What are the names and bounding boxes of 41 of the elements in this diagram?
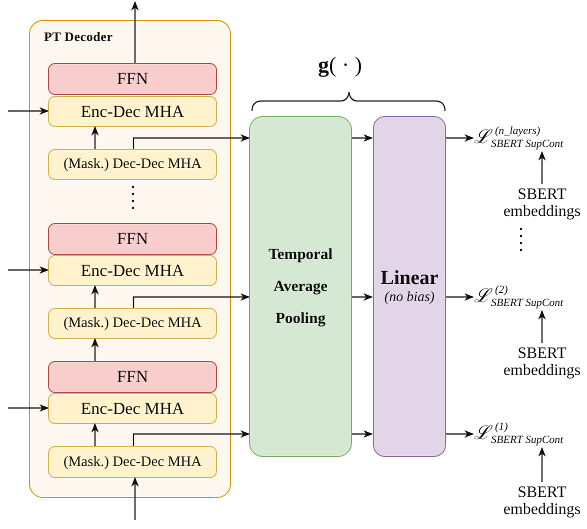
function-label: g( · ) — [318, 52, 362, 78]
ffn-block: FFN — [48, 361, 217, 393]
arrow — [8, 107, 49, 115]
arrow — [446, 293, 474, 301]
pooling-block — [249, 116, 352, 457]
ffn-block: FFN — [48, 223, 217, 255]
decoder-container — [29, 20, 231, 498]
attention-block: Enc-Dec MHA — [48, 96, 217, 127]
arrow — [91, 285, 99, 308]
source-label: SBERT embeddings — [502, 345, 582, 379]
arrow — [91, 126, 99, 149]
ffn-block: FFN — [48, 63, 217, 95]
arrow — [352, 134, 373, 142]
arrow — [131, 477, 139, 520]
arrow — [538, 151, 546, 184]
attention-block: (Mask.) Dec-Dec MHA — [48, 308, 217, 339]
arrow — [352, 430, 373, 438]
source-label: SBERT embeddings — [502, 186, 582, 220]
arrow — [91, 338, 99, 361]
arrow — [132, 293, 250, 308]
layer-name: Linear — [380, 267, 438, 290]
arrow — [132, 134, 250, 149]
linear-block — [373, 116, 446, 457]
attention-block: (Mask.) Dec-Dec MHA — [48, 446, 217, 478]
arrow — [132, 430, 250, 446]
arrow — [8, 404, 49, 412]
layer-note: (no bias) — [384, 290, 435, 306]
arrow — [446, 430, 474, 438]
arrow — [91, 423, 99, 446]
source-label: SBERT embeddings — [502, 484, 582, 518]
arrow — [538, 447, 546, 482]
arrow — [8, 266, 49, 274]
attention-block: (Mask.) Dec-Dec MHA — [48, 149, 217, 180]
arrow — [131, 1, 139, 63]
attention-block: Enc-Dec MHA — [48, 255, 217, 286]
arrow — [538, 310, 546, 343]
arrow — [352, 293, 373, 301]
block-label: Temporal Average Pooling — [267, 244, 334, 328]
attention-block: Enc-Dec MHA — [48, 393, 217, 424]
arrow — [446, 134, 474, 142]
container-title: PT Decoder — [44, 29, 113, 45]
